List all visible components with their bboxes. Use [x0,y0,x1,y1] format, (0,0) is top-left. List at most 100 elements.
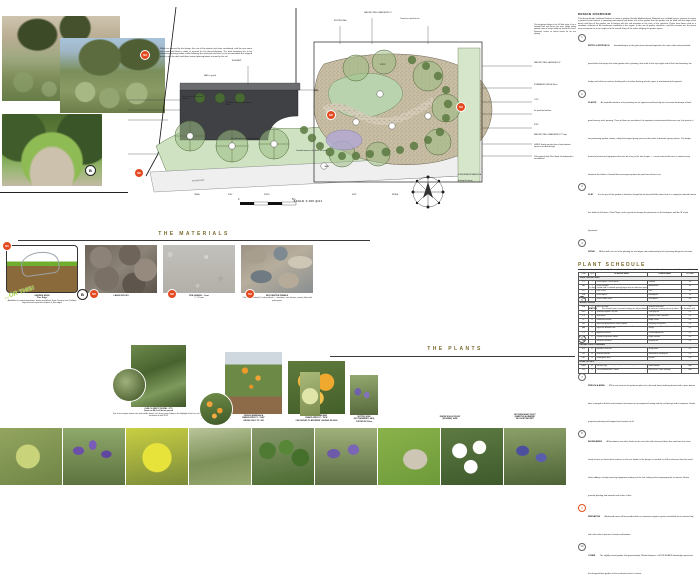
plant-schedule-cell: 2.5L [681,322,699,328]
material-large-rocks: LARGE ROCKS M2 B [77,245,157,300]
plant-apricot-golden-botanical: PRUNUS 'GOLDEN MINI' [305,415,328,417]
plant-schedule-cell: 1.5L [681,347,699,353]
plant-schedule-cell: 1.5L [681,355,699,362]
overview-title-2: PLANTS [588,101,597,104]
plan-callout-steps-2: STEPS [264,194,270,196]
plant-schedule-cell: Crocus tommasinianus 'Thomas' [595,368,648,374]
material-badge-m4-label: M4 [248,292,252,296]
plant-olive-common: Grows to 3M & will be fan pruned [143,410,174,413]
plant-schedule-cell: 2.5L [681,330,699,336]
material-badge-m1[interactable]: M1 [2,241,12,251]
material-badge-m4[interactable]: M4 [245,289,255,299]
overview-bullet-10: 10 [578,542,586,551]
overview-title-8: BOUNDARIES [588,441,602,444]
plant-rheum-botanical: RHEUM 'MOLLIS ROUGE' [439,416,461,418]
plan-callout-silver-spear: 'A' Exceptional fields 'Silver Spear' lo… [534,156,575,161]
garden-plan-drawing: 0 5m W [128,4,576,236]
overview-item-2: 2 PLANTS An insoluble interface of the p… [578,90,696,180]
material-badge-m3-label: M3 [170,292,174,296]
material-pea-gravel-name: PEA GRAVEL - 7mm [189,294,209,297]
material-pea-gravel-swatch [163,245,235,293]
overview-bullet-10-num: 10 [580,545,584,549]
plan-badge-m3[interactable]: M3 [326,110,336,120]
plant-apricot-flat-image [225,352,282,414]
overview-item-10: 10 OTHER The slightly raised garden slot… [578,542,696,579]
plant-schedule-heading: PLANT SCHEDULE [578,262,646,268]
plant-moss-path [378,428,440,485]
material-garden-edge-swatch [6,245,78,293]
svg-text:5m: 5m [292,198,295,201]
overview-bullet-4: 4 [578,239,586,248]
plan-callout-tread: TREAD [194,194,200,196]
plan-callout-gate: GATE [314,90,319,92]
plan-badge-m1[interactable]: M1 [456,102,466,112]
plant-moss-path-image [378,428,440,485]
plan-badge-m2-label: M2 [137,171,141,175]
plan-callout-feature-tree-apricot: FEATURE TREE: DWARF APRICOT [364,12,392,14]
overview-bullet-8: 8 [578,429,586,438]
plant-schedule-cell: 45L [681,280,699,286]
material-badge-m2[interactable]: M2 [89,289,99,299]
plan-callout-step-1: STEP [228,194,233,196]
overview-title-1: ENTRY & APPROACH [588,45,610,48]
overview-text-1: Intended begins at the gate where planne… [588,45,692,84]
plan-callout-bed-exposure: Note it is less front rule bed exposure [182,96,203,101]
photo-marker-label: B [89,168,92,173]
plant-buxus-image [252,428,314,485]
plan-callout-fan-tier: Trained as a dwarf fan tier [400,18,420,20]
plan-callout-proposals: Proposals to drill boat area bones Flora… [226,102,252,107]
overview-title-10: OTHER [588,554,596,557]
overview-item-9: 9 IRRIGATION All planted areas will be p… [578,504,696,540]
plant-myrtus-common: (NZ CRANBERRY, 4KG) [353,418,375,421]
plan-callout-plant-beds: the plant beds to accommodate stems [230,138,260,140]
plant-schedule-cell: 20L [681,296,699,303]
plant-schedule-divider [578,269,698,270]
plant-apricot-fruit [199,392,233,426]
north-arrow [411,175,445,209]
col-size: POT SIZE [681,271,699,278]
plant-apricot-flat-botanical: PRUNUS ARMENIACA [243,415,264,417]
plant-schedule-table: TYPE QTY BOTANICAL NAME COMMON NAME POT … [578,271,699,374]
plant-vaccinium-caption: VACCINIUM AGAR 'GULPY' (MARSTON) BLUEBER… [490,414,560,421]
overview-bullet-3-num: 3 [581,185,583,189]
plant-lavender [315,428,377,485]
material-pea-gravel-desc: 7 - 12 mm [194,297,204,299]
inspiration-divider [0,192,128,193]
plant-schedule-cell: 2.5L [681,334,699,341]
plants-heading: THE PLANTS [427,346,483,352]
plan-badge-m2[interactable]: M2 [134,168,144,178]
plant-salvia-image [504,428,566,485]
plan-callout-spiral-box: the spiral box bed alive [534,110,552,112]
presentation-board: B [0,0,699,485]
design-overview-panel: DESIGN OVERVIEW This design blends tradi… [578,12,696,575]
plant-euphorbia-silver-image [0,428,62,485]
overview-bullet-7: 7 [578,373,586,382]
plant-schedule-cell: 2.5L [681,313,699,320]
plan-callout-steps: STEPS [380,64,386,66]
material-badge-m3[interactable]: M3 [167,289,177,299]
overview-item-1: 1 ENTRY & APPROACH Intended begins at th… [578,33,696,87]
plant-euphorbia-secondary [300,372,320,416]
overview-bullet-3: 3 [578,182,586,191]
plant-olive-desc: Due to its compact mature size and small… [113,412,204,417]
plant-olive-botanical: OLEA 'IL GRECO' ROUND - OTO [144,408,173,410]
material-decorative-pebble-desc: 'Otin' bin standard | 5 colour blend — s… [242,297,312,302]
plan-badge-m4[interactable]: M4 [140,50,150,60]
plant-vaccinium-desc: 2M X 2M AT MATURITY [515,418,535,421]
svg-text:0: 0 [238,198,240,201]
plant-apricot-fruit-image [200,393,232,425]
materials-heading: THE MATERIALS [158,231,230,237]
plant-schedule-panel: PLANT SCHEDULE TYPE QTY BOTANICAL NAME C… [578,262,699,374]
scale-label: SCALE 1:100 @A1 [293,200,323,203]
overview-bullet-1-num: 1 [581,36,583,40]
plan-callout-retain: RETAIN [392,194,399,196]
overview-bullet-2-num: 2 [581,92,583,96]
plant-grass [189,428,251,485]
plant-lavender-image [315,428,377,485]
material-decorative-pebble-name: DECORATIVE PEBBLE [265,294,289,297]
plan-callout-step: STEP [534,124,539,126]
material-photo-marker-b-label: B [81,292,84,297]
